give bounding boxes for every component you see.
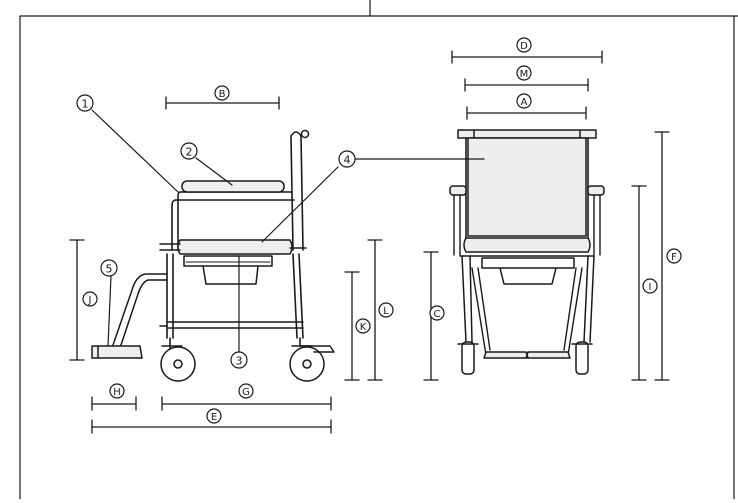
back-post	[290, 131, 304, 251]
rear-caster	[289, 346, 325, 382]
svg-text:F: F	[671, 252, 677, 263]
marker-B: B	[214, 85, 230, 101]
marker-F: F	[666, 248, 682, 264]
svg-text:5: 5	[106, 263, 113, 276]
marker-I: I	[642, 278, 658, 294]
arm-pad	[181, 180, 285, 193]
svg-text:3: 3	[236, 355, 243, 368]
dimension-lines	[69, 50, 670, 434]
marker-H: H	[109, 383, 125, 399]
svg-text:A: A	[521, 97, 528, 108]
side-view-chair	[91, 129, 335, 382]
backrest-panel	[467, 137, 587, 237]
commode-pan	[183, 255, 273, 267]
callout-markers: 1 2 3 4 5 A B C D E F G H I J K L M	[76, 37, 682, 424]
armrest-frame	[175, 191, 295, 201]
left-front-caster	[461, 341, 475, 375]
front-view-chair	[449, 129, 605, 375]
marker-L: L	[378, 302, 394, 318]
right-front-caster	[575, 341, 589, 375]
push-handle-knob	[300, 129, 310, 139]
marker-A: A	[516, 93, 532, 109]
footplate	[91, 345, 143, 359]
bottom-rail	[166, 321, 304, 329]
right-arm-pad	[587, 185, 605, 196]
marker-3: 3	[230, 351, 248, 369]
marker-G: G	[238, 383, 254, 399]
svg-text:H: H	[113, 387, 121, 398]
marker-2: 2	[180, 142, 198, 160]
callout-leaders	[91, 109, 485, 353]
marker-C: C	[429, 305, 445, 321]
svg-text:M: M	[520, 69, 529, 80]
marker-4: 4	[338, 150, 356, 168]
svg-text:4: 4	[344, 154, 351, 167]
page-border	[19, 0, 738, 500]
front-seat	[463, 237, 591, 253]
marker-K: K	[355, 318, 371, 334]
front-caster	[160, 346, 196, 382]
svg-text:E: E	[211, 412, 217, 423]
svg-text:C: C	[434, 309, 441, 320]
seat-cushion	[177, 239, 293, 255]
svg-text:J: J	[88, 295, 92, 306]
marker-J: J	[82, 291, 98, 307]
left-arm-pad	[449, 185, 467, 196]
marker-D: D	[516, 37, 532, 53]
svg-text:K: K	[360, 322, 367, 333]
wheel-brake	[299, 345, 335, 353]
rear-leg	[292, 253, 304, 339]
svg-text:2: 2	[186, 146, 193, 159]
footrest-hanger	[111, 273, 168, 349]
svg-text:D: D	[520, 41, 528, 52]
top-bar	[457, 129, 597, 139]
svg-text:L: L	[383, 306, 389, 317]
front-leg	[166, 253, 174, 339]
marker-5: 5	[100, 259, 118, 277]
svg-text:G: G	[242, 387, 250, 398]
marker-M: M	[516, 65, 532, 81]
front-footplates	[483, 351, 571, 359]
front-pan	[481, 257, 575, 269]
svg-text:I: I	[649, 282, 652, 293]
svg-text:1: 1	[82, 98, 89, 111]
marker-1: 1	[76, 94, 94, 112]
svg-text:B: B	[219, 89, 226, 100]
marker-E: E	[206, 408, 222, 424]
